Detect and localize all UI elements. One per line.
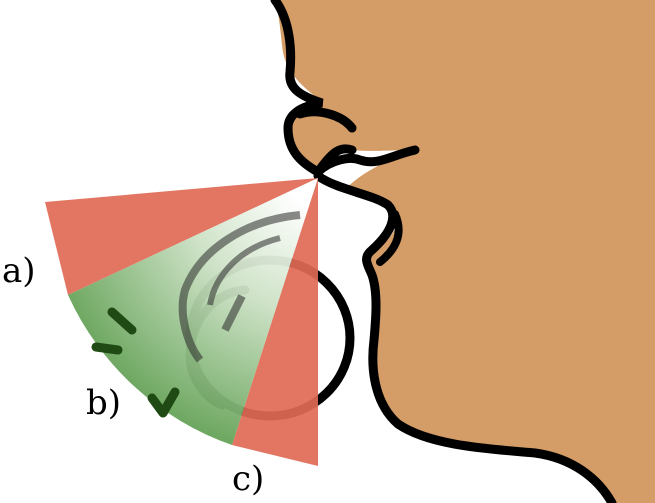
chin-outline <box>313 171 617 503</box>
ghost-cup-mark <box>221 294 246 332</box>
red-zone-a <box>45 178 318 295</box>
red-zone-c <box>232 178 318 466</box>
face-skin <box>275 0 655 503</box>
tick-mark-upper <box>91 307 137 355</box>
checkmark-lower <box>147 387 180 418</box>
label-b: b) <box>86 383 121 423</box>
upper-lip-outline <box>313 145 420 177</box>
ghost-cup-arc-2 <box>207 235 281 306</box>
label-c: c) <box>232 459 264 499</box>
nostril-line <box>295 107 357 133</box>
label-a: a) <box>2 251 36 291</box>
ghost-cup-arc-1 <box>178 211 301 363</box>
lower-lip-crease <box>376 210 403 266</box>
